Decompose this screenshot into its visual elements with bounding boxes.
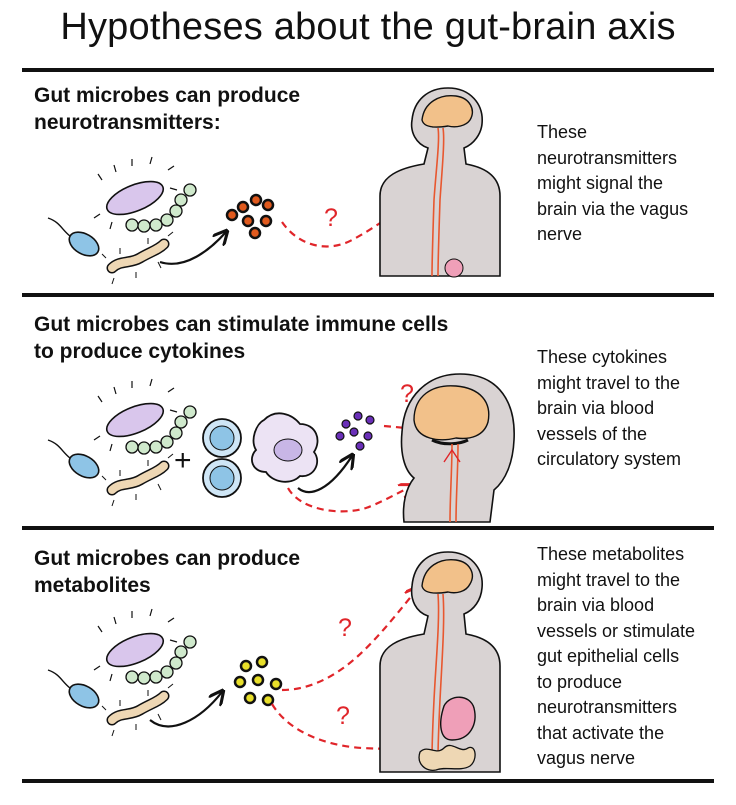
section-1-description: These neurotransmitters might signal the… bbox=[537, 120, 727, 248]
desc-3-line: might travel to the bbox=[537, 569, 681, 590]
desc-2-line: might travel to the bbox=[537, 372, 681, 393]
section-1-heading-line1: Gut microbes can produce bbox=[34, 84, 301, 107]
desc-3-line: neurotransmitters bbox=[537, 697, 678, 717]
question-mark-3: ? bbox=[338, 614, 352, 642]
section-2-heading: Gut microbes can stimulate immune cells … bbox=[34, 311, 448, 365]
divider-1 bbox=[22, 293, 714, 297]
question-mark-4: ? bbox=[336, 702, 350, 730]
desc-1-line: brain via the vagus bbox=[537, 198, 689, 219]
desc-1-line: nerve bbox=[537, 224, 583, 244]
section-3-heading-line1: Gut microbes can produce bbox=[34, 547, 301, 570]
section-3-heading-line2: metabolites bbox=[34, 574, 151, 597]
cytokine-dots bbox=[335, 411, 375, 451]
section-3-description: These metabolites might travel to the br… bbox=[537, 542, 727, 772]
divider-top bbox=[22, 68, 714, 72]
desc-1-line: These bbox=[537, 122, 588, 142]
desc-3-line: to produce bbox=[537, 671, 623, 692]
desc-2-line: brain via blood bbox=[537, 398, 655, 418]
desc-1-line: neurotransmitters bbox=[537, 147, 678, 168]
produce-arrow-2 bbox=[297, 456, 352, 494]
human-body-figure-2 bbox=[379, 551, 501, 773]
desc-3-line: brain via blood bbox=[537, 595, 655, 615]
plus-sign: + bbox=[174, 444, 192, 477]
desc-2-line: vessels of the bbox=[537, 423, 648, 444]
bacteria-cluster-3 bbox=[48, 609, 196, 736]
desc-3-line: These metabolites bbox=[537, 544, 685, 564]
section-1-heading: Gut microbes can produce neurotransmitte… bbox=[34, 82, 300, 136]
desc-3-line: gut epithelial cells bbox=[537, 646, 680, 666]
question-mark-1: ? bbox=[324, 204, 338, 232]
section-2-heading-line1: Gut microbes can stimulate immune cells bbox=[34, 313, 449, 336]
bacteria-cluster-1 bbox=[48, 157, 196, 284]
divider-bottom bbox=[22, 779, 714, 783]
bacteria-cluster-2 bbox=[48, 379, 196, 506]
human-body-figure-1 bbox=[379, 87, 501, 278]
desc-3-line: that activate the bbox=[537, 722, 665, 743]
human-head-figure bbox=[400, 373, 515, 523]
section-3-heading: Gut microbes can produce metabolites bbox=[34, 545, 300, 599]
metabolite-dots bbox=[233, 655, 283, 707]
cytokine-arrow-body bbox=[287, 486, 412, 513]
neurotransmitter-dots bbox=[225, 193, 275, 240]
section-2-heading-line2: to produce cytokines bbox=[34, 340, 246, 363]
section-1-heading-line2: neurotransmitters: bbox=[34, 111, 221, 134]
desc-3-line: vessels or stimulate bbox=[537, 620, 696, 641]
section-2-description: These cytokines might travel to the brai… bbox=[537, 345, 727, 473]
desc-3-line: vagus nerve bbox=[537, 748, 636, 768]
divider-2 bbox=[22, 526, 714, 530]
immune-cells bbox=[202, 412, 319, 498]
desc-2-line: circulatory system bbox=[537, 449, 682, 469]
stomach-shape bbox=[440, 696, 476, 741]
desc-2-line: These cytokines bbox=[537, 347, 668, 367]
produce-arrow-1 bbox=[159, 232, 226, 265]
intestine-shape bbox=[418, 744, 476, 771]
page-title: Hypotheses about the gut-brain axis bbox=[60, 6, 676, 48]
produce-arrow-3 bbox=[149, 692, 222, 728]
metabolite-arrow-brain bbox=[281, 588, 418, 692]
desc-1-line: might signal the bbox=[537, 173, 664, 193]
